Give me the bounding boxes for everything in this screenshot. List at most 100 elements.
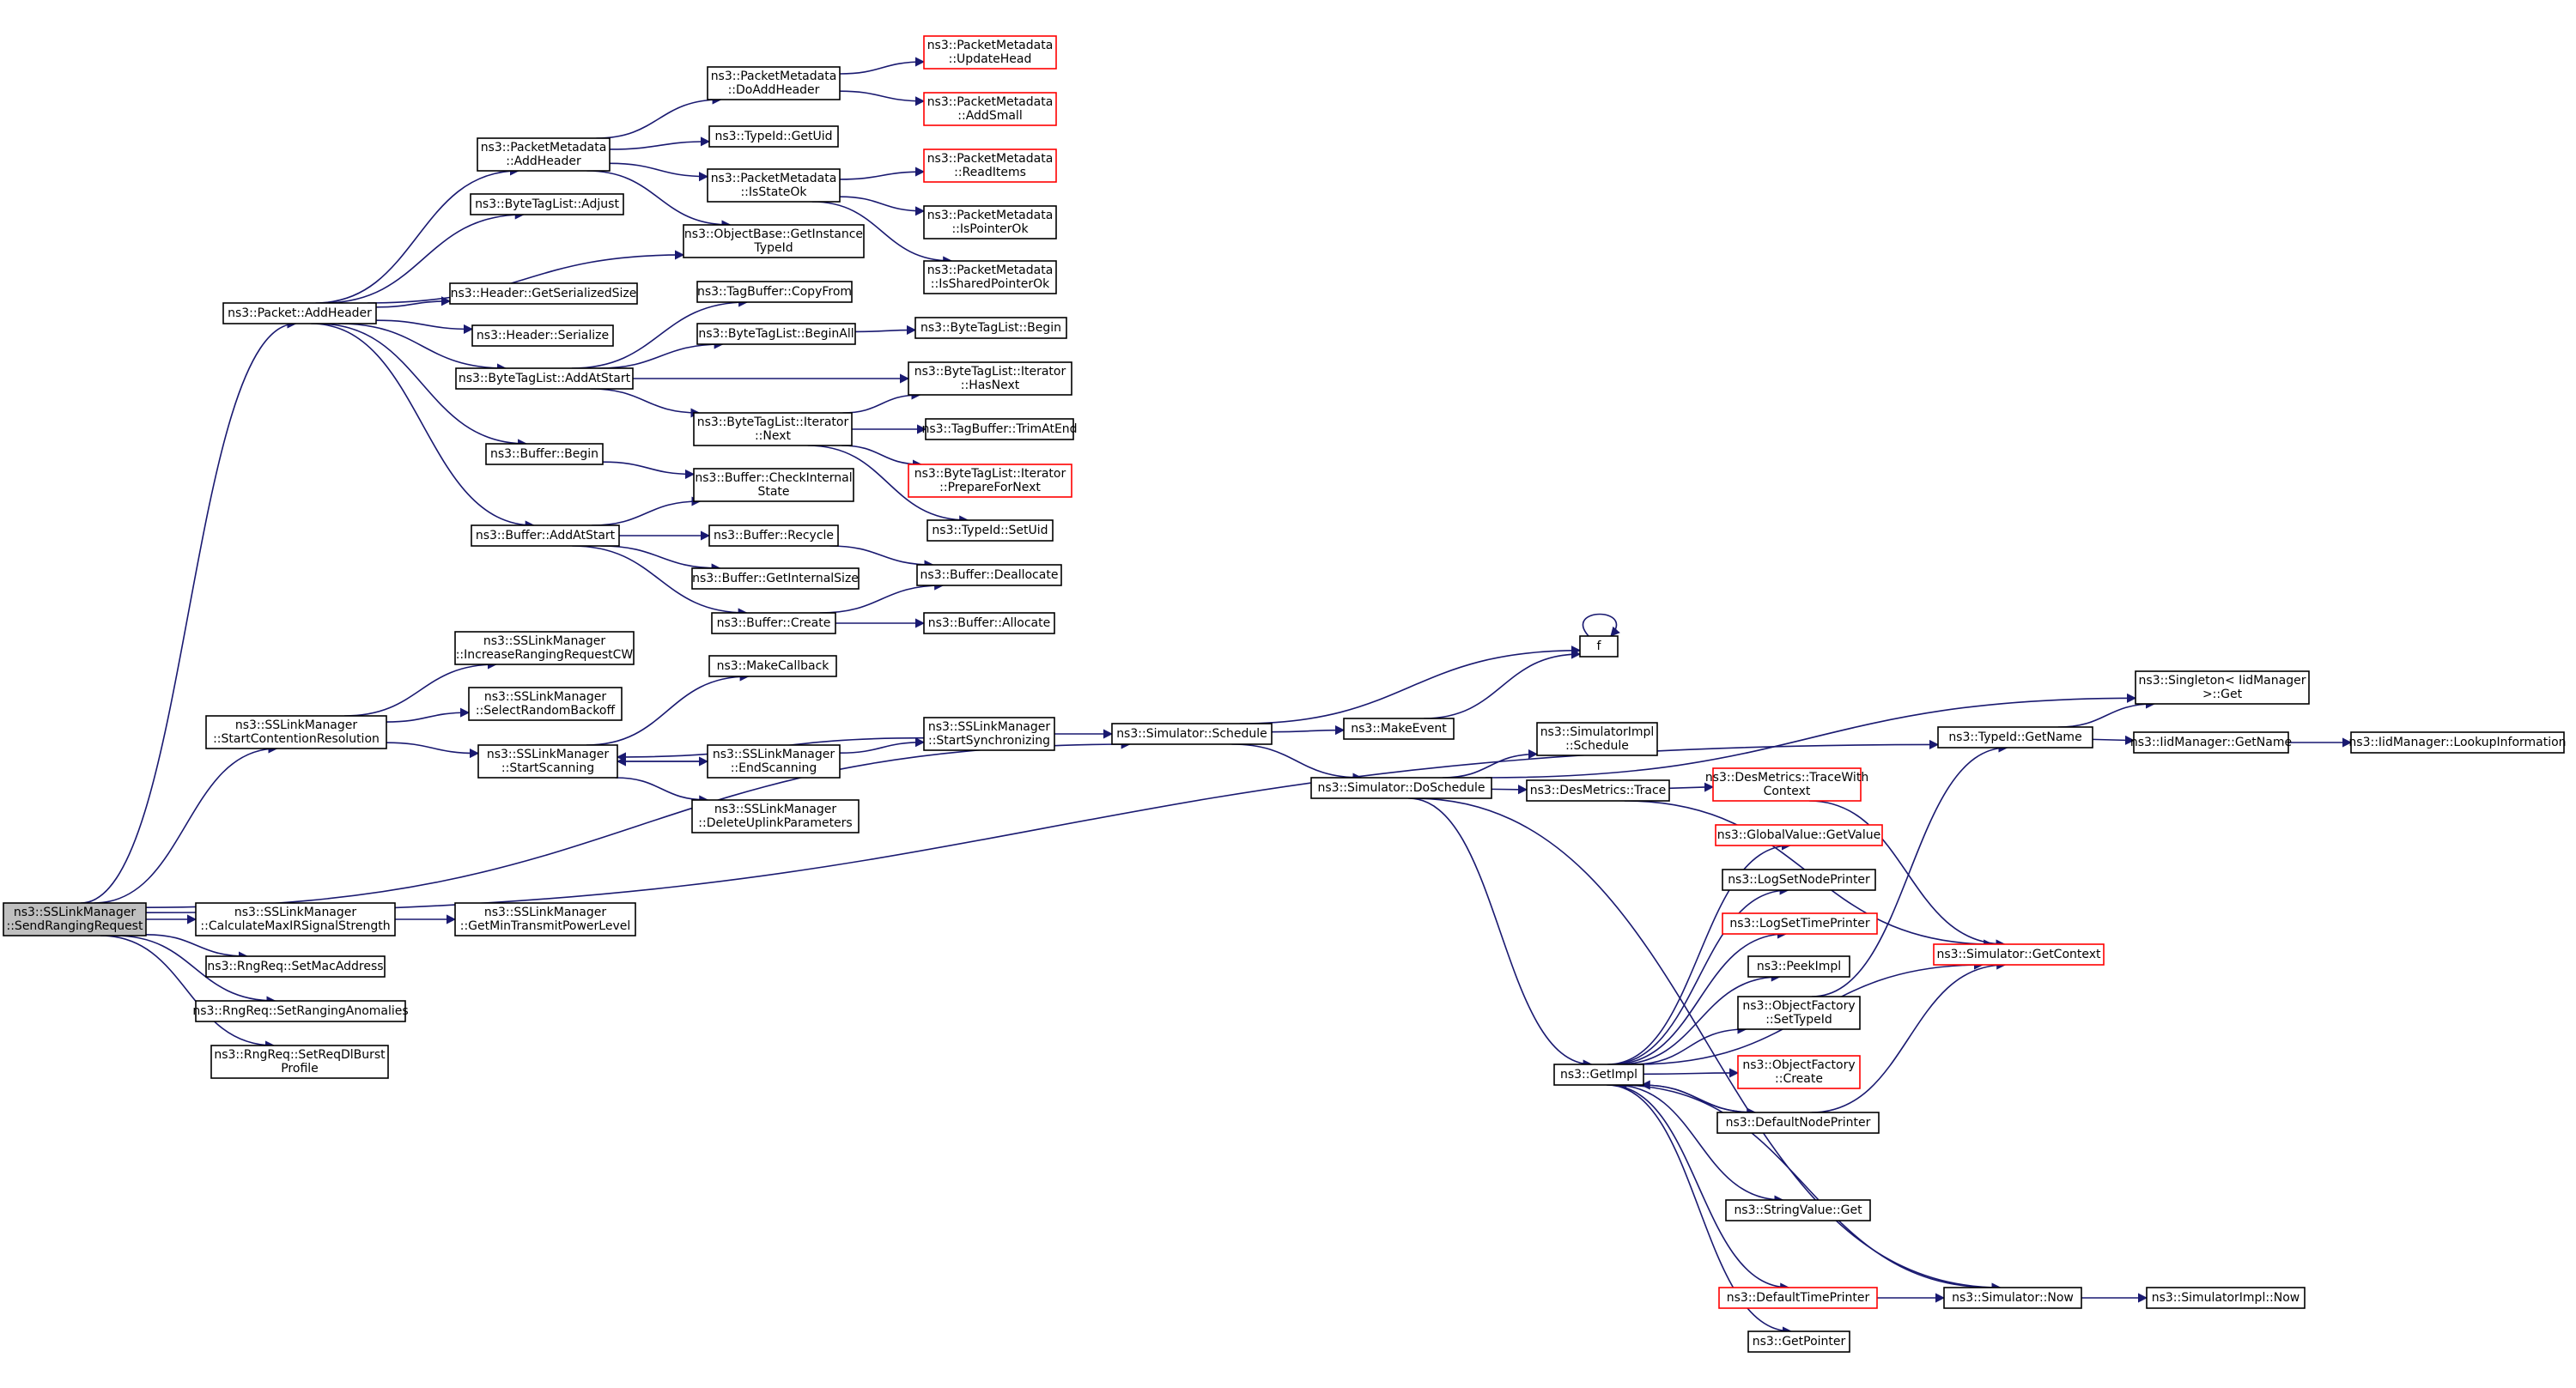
- node-sim-dosched[interactable]: ns3::Simulator::DoSchedule: [1310, 777, 1492, 799]
- call-edge-path: [1609, 885, 1789, 1065]
- node-label: ::StartContentionResolution: [213, 732, 380, 746]
- node-pm-ispointerok[interactable]: ns3::PacketMetadata::IsPointerOk: [923, 205, 1057, 239]
- node-ss-startcont[interactable]: ns3::SSLinkManager::StartContentionResol…: [205, 715, 387, 749]
- node-sim-now[interactable]: ns3::Simulator::Now: [1943, 1287, 2082, 1309]
- node-box: [3, 902, 147, 936]
- node-buf-dealloc[interactable]: ns3::Buffer::Deallocate: [916, 564, 1062, 586]
- node-tid-getuid[interactable]: ns3::TypeId::GetUid: [708, 125, 839, 148]
- node-pm-updatehead[interactable]: ns3::PacketMetadata::UpdateHead: [923, 35, 1057, 70]
- node-btl-adjust[interactable]: ns3::ByteTagList::Adjust: [470, 193, 624, 215]
- call-edge-path: [1668, 782, 1715, 792]
- node-tb-trimend[interactable]: ns3::TagBuffer::TrimAtEnd: [921, 418, 1078, 440]
- node-box: [1536, 722, 1658, 756]
- node-ss-calcmax[interactable]: ns3::SSLinkManager::CalculateMaxIRSignal…: [195, 902, 396, 936]
- node-defnodeprinter[interactable]: ns3::DefaultNodePrinter: [1716, 1112, 1880, 1134]
- node-of-create[interactable]: ns3::ObjectFactory::Create: [1737, 1055, 1861, 1089]
- call-edge-path: [1239, 646, 1582, 724]
- node-ss-delup[interactable]: ns3::SSLinkManager::DeleteUplinkParamete…: [691, 799, 860, 833]
- call-edge-path: [81, 318, 297, 904]
- call-edge-path: [1231, 743, 1363, 783]
- call-edge: [572, 545, 748, 618]
- node-buf-recycle[interactable]: ns3::Buffer::Recycle: [708, 524, 839, 547]
- node-tid-getname[interactable]: ns3::TypeId::GetName: [1937, 726, 2093, 749]
- node-ss-startscan[interactable]: ns3::SSLinkManager::StartScanning: [477, 744, 618, 779]
- node-sim-getctx[interactable]: ns3::Simulator::GetContext: [1933, 943, 2105, 966]
- node-log-nodeprinter[interactable]: ns3::LogSetNodePrinter: [1722, 869, 1876, 891]
- node-simimpl-sched[interactable]: ns3::SimulatorImpl::Schedule: [1536, 722, 1658, 756]
- node-btl-begin[interactable]: ns3::ByteTagList::Begin: [914, 317, 1067, 339]
- node-makecallback[interactable]: ns3::MakeCallback: [708, 655, 837, 677]
- node-rr-setmac[interactable]: ns3::RngReq::SetMacAddress: [205, 955, 386, 978]
- node-ss-selbackoff[interactable]: ns3::SSLinkManager::SelectRandomBackoff: [468, 687, 623, 721]
- call-edge-path: [839, 737, 926, 754]
- node-pm-isstateok[interactable]: ns3::PacketMetadata::IsStateOk: [707, 168, 841, 203]
- node-btl-iter-next[interactable]: ns3::ByteTagList::Iterator::Next: [693, 412, 853, 446]
- node-gv-getvalue[interactable]: ns3::GlobalValue::GetValue: [1715, 824, 1883, 846]
- node-tid-setuid[interactable]: ns3::TypeId::SetUid: [927, 519, 1054, 542]
- node-pm-readitems[interactable]: ns3::PacketMetadata::ReadItems: [923, 148, 1057, 183]
- node-getimpl[interactable]: ns3::GetImpl: [1553, 1064, 1644, 1086]
- node-rr-setanom[interactable]: ns3::RngReq::SetRangingAnomalies: [192, 1000, 409, 1022]
- node-label: ns3::ObjectFactory: [1742, 999, 1855, 1013]
- node-btl-iter-hasnext[interactable]: ns3::ByteTagList::Iterator::HasNext: [908, 361, 1072, 396]
- node-hdr-ser[interactable]: ns3::Header::Serialize: [471, 324, 614, 347]
- call-edge-path: [615, 777, 709, 805]
- node-label: ns3::SSLinkManager: [483, 634, 606, 648]
- node-label: ns3::Buffer::Allocate: [928, 616, 1051, 630]
- node-singleton-get[interactable]: ns3::Singleton< IidManager>::Get: [2135, 670, 2310, 705]
- node-peekimpl[interactable]: ns3::PeekImpl: [1747, 955, 1850, 978]
- node-label: ::ReadItems: [954, 166, 1026, 179]
- node-ss-startsync[interactable]: ns3::SSLinkManager::StartSynchronizing: [923, 717, 1055, 751]
- node-simimpl-now[interactable]: ns3::SimulatorImpl::Now: [2146, 1287, 2306, 1309]
- node-ss-inccw[interactable]: ns3::SSLinkManager::IncreaseRangingReque…: [454, 631, 635, 665]
- node-label: ns3::ByteTagList::Iterator: [697, 415, 849, 429]
- node-ss-getmintx[interactable]: ns3::SSLinkManager::GetMinTransmitPowerL…: [454, 902, 636, 936]
- node-label: ns3::Simulator::DoSchedule: [1318, 781, 1485, 795]
- node-btl-addstart[interactable]: ns3::ByteTagList::AddAtStart: [455, 367, 634, 390]
- node-pm-addsmall[interactable]: ns3::PacketMetadata::AddSmall: [923, 92, 1057, 126]
- node-btl-beginall[interactable]: ns3::ByteTagList::BeginAll: [696, 323, 856, 345]
- node-pm-addhdr[interactable]: ns3::PacketMetadata::AddHeader: [477, 137, 611, 172]
- node-getpointer[interactable]: ns3::GetPointer: [1747, 1330, 1850, 1353]
- node-label: ns3::PacketMetadata: [711, 70, 837, 83]
- node-iid-lookup[interactable]: ns3::IidManager::LookupInformation: [2348, 731, 2567, 754]
- node-box: [1937, 726, 2093, 749]
- node-sim-schedule[interactable]: ns3::Simulator::Schedule: [1111, 723, 1273, 745]
- node-box: [693, 412, 853, 446]
- node-of-settypeid[interactable]: ns3::ObjectFactory::SetTypeId: [1737, 996, 1861, 1030]
- node-buf-begin[interactable]: ns3::Buffer::Begin: [485, 443, 604, 465]
- node-buf-alloc[interactable]: ns3::Buffer::Allocate: [923, 612, 1055, 634]
- node-makeevent[interactable]: ns3::MakeEvent: [1343, 718, 1455, 740]
- node-pm-doaddhdr[interactable]: ns3::PacketMetadata::DoAddHeader: [707, 66, 841, 100]
- node-f[interactable]: f: [1579, 635, 1619, 658]
- node-btl-iter-prep[interactable]: ns3::ByteTagList::Iterator::PrepareForNe…: [908, 464, 1072, 498]
- node-label: ::IsSharedPointerOk: [931, 277, 1050, 291]
- call-edge: [375, 296, 452, 308]
- node-deftimeprinter[interactable]: ns3::DefaultTimePrinter: [1718, 1287, 1878, 1309]
- call-edge: [1485, 693, 2137, 779]
- node-hdr-getsize[interactable]: ns3::Header::GetSerializedSize: [449, 282, 638, 305]
- node-root[interactable]: ns3::SSLinkManager::SendRangingRequest: [3, 902, 147, 936]
- node-tb-copyfrom[interactable]: ns3::TagBuffer::CopyFrom: [696, 281, 853, 303]
- node-iid-getname[interactable]: ns3::IidManager::GetName: [2130, 731, 2292, 754]
- node-label: ns3::PacketMetadata: [927, 39, 1054, 52]
- node-ss-endscan[interactable]: ns3::SSLinkManager::EndScanning: [707, 744, 841, 779]
- node-label: ns3::Buffer::GetInternalSize: [692, 572, 859, 585]
- call-edge-path: [344, 659, 498, 717]
- node-des-trace[interactable]: ns3::DesMetrics::Trace: [1526, 779, 1670, 802]
- node-pkt-addhdr[interactable]: ns3::Packet::AddHeader: [222, 302, 377, 324]
- node-pm-issharedok[interactable]: ns3::PacketMetadata::IsSharedPointerOk: [923, 260, 1057, 294]
- node-buf-addstart[interactable]: ns3::Buffer::AddAtStart: [471, 524, 620, 547]
- node-buf-getintsize[interactable]: ns3::Buffer::GetInternalSize: [691, 567, 860, 590]
- node-box: [691, 799, 860, 833]
- node-sv-get[interactable]: ns3::StringValue::Get: [1725, 1199, 1871, 1221]
- call-edge: [839, 57, 926, 75]
- node-log-timeprinter[interactable]: ns3::LogSetTimePrinter: [1722, 912, 1878, 935]
- node-label: ns3::TypeId::GetName: [1948, 730, 2081, 744]
- node-label: ::Next: [755, 429, 792, 443]
- node-buf-create[interactable]: ns3::Buffer::Create: [711, 612, 836, 634]
